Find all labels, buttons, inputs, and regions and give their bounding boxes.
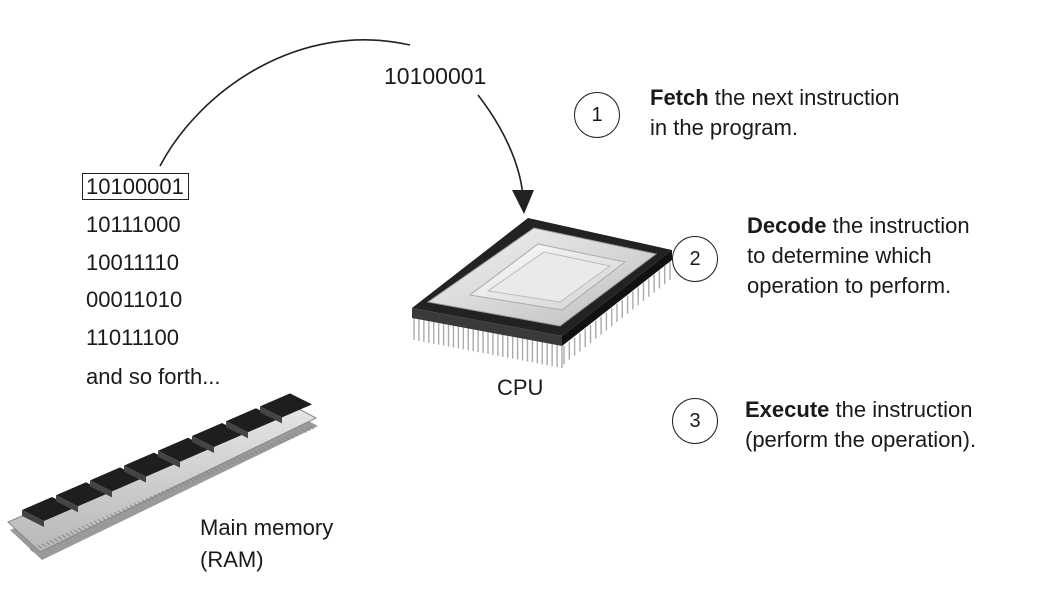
ram-module-icon [7,393,318,560]
memory-more: and so forth... [86,364,221,389]
step-2-number: 2 [672,236,718,282]
step-3-keyword: Execute [745,397,830,422]
step-2-keyword: Decode [747,213,827,238]
memory-line: 10111000 [86,212,181,237]
step-3-text: Execute the instruction (perform the ope… [745,397,977,452]
step-1-text: Fetch the next instruction in the progra… [650,85,900,140]
cpu-chip-icon [412,218,672,368]
memory-line-current: 10100001 [82,173,189,200]
step-2-text: Decode the instruction to determine whic… [747,213,970,298]
cpu-label: CPU [497,375,544,400]
arrow-head-icon [512,190,534,214]
ram-label-line1: Main memory [200,515,334,540]
step-1-number: 1 [574,92,620,138]
step-1-keyword: Fetch [650,85,709,110]
step-3-number: 3 [672,398,718,444]
memory-line: 11011100 [86,325,179,350]
transfer-binary-label: 10100001 [384,63,487,89]
current-instruction-box: 10100001 [82,173,189,200]
ram-label-line2: (RAM) [200,547,264,572]
fetch-arrow [159,39,534,214]
memory-line: 10011110 [86,250,179,275]
memory-line: 00011010 [86,287,183,312]
